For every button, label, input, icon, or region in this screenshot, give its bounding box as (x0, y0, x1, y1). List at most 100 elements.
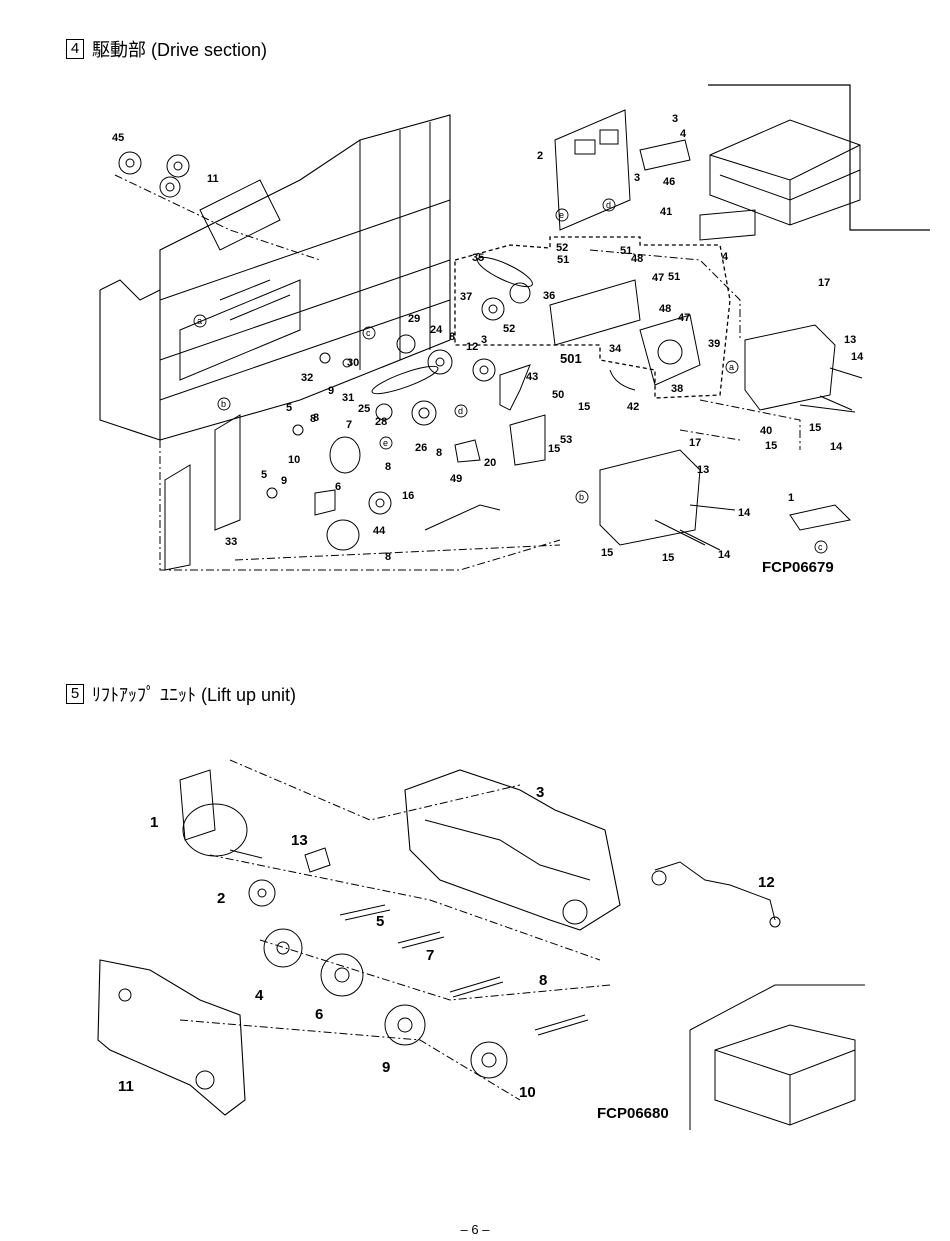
part-label: 49 (450, 473, 462, 485)
part-label: 53 (560, 434, 572, 446)
part-label: 39 (708, 338, 720, 350)
part-label: 11 (207, 173, 219, 185)
svg-text:a: a (197, 316, 202, 326)
part-label: 13 (697, 464, 709, 476)
part-label: 9 (281, 475, 287, 487)
svg-text:b: b (221, 399, 226, 409)
svg-text:e: e (383, 438, 388, 448)
part-label: 8 (436, 447, 442, 459)
part-label: 15 (578, 401, 590, 413)
part-label: 4 (680, 128, 687, 140)
part-label: 14 (851, 351, 864, 363)
part-label: 46 (663, 176, 675, 188)
part-label: 10 (519, 1084, 536, 1101)
part-label: 35 (472, 252, 484, 264)
section-5-number: 5 (66, 684, 84, 704)
part-label: 34 (609, 343, 622, 355)
part-label: 5 (286, 402, 292, 414)
part-label: 15 (601, 547, 613, 559)
part-label: 4 (255, 987, 264, 1004)
part-label: 51 (668, 271, 680, 283)
part-label: 32 (301, 372, 313, 384)
svg-text:e: e (559, 210, 564, 220)
section-4-heading: 駆動部 (Drive section) (92, 40, 268, 60)
part-label: 13 (844, 334, 856, 346)
lift-up-unit-labels: 1 3 13 12 2 5 7 4 6 8 11 9 10 (118, 784, 775, 1101)
part-label: 5 (261, 469, 267, 481)
section-5-heading: ﾘﾌﾄｱｯﾌﾟ ﾕﾆｯﾄ (Lift up unit) (92, 685, 297, 705)
part-label: 4 (722, 251, 729, 263)
section-5-title: 5 ﾘﾌﾄｱｯﾌﾟ ﾕﾆｯﾄ (Lift up unit) (66, 681, 296, 707)
part-label: 52 (503, 323, 515, 335)
part-label: 15 (765, 440, 777, 452)
svg-text:c: c (818, 542, 823, 552)
part-label: 25 (358, 403, 370, 415)
page-number: – 6 – (460, 1222, 490, 1237)
part-label: 16 (402, 490, 414, 502)
part-label: 13 (291, 832, 308, 849)
part-label: 47 (652, 272, 664, 284)
drive-section-figure-code: FCP06679 (762, 559, 834, 576)
part-label: 38 (671, 383, 683, 395)
part-label: 8 (385, 551, 391, 563)
part-label: 30 (347, 357, 359, 369)
part-label: 15 (548, 443, 560, 455)
svg-text:b: b (579, 492, 584, 502)
part-label: 6 (335, 481, 341, 493)
part-label: 45 (112, 132, 124, 144)
part-label: 14 (718, 549, 731, 561)
part-label: 44 (373, 525, 386, 537)
part-label: 3 (481, 334, 487, 346)
part-label: 8 (385, 461, 391, 473)
drive-section-circle-refs: a b c d e e d a b c (193, 198, 828, 554)
part-label: 41 (660, 206, 672, 218)
section-4-title: 4 駆動部 (Drive section) (66, 36, 267, 62)
part-label: 50 (552, 389, 564, 401)
part-label: 15 (809, 422, 821, 434)
part-label: 14 (830, 441, 843, 453)
svg-text:d: d (458, 406, 463, 416)
section-4-number: 4 (66, 39, 84, 59)
part-label: 2 (217, 890, 225, 907)
svg-text:d: d (606, 200, 611, 210)
part-label: 48 (631, 253, 643, 265)
part-label: 1 (788, 492, 794, 504)
part-label: 51 (620, 245, 632, 257)
lift-up-unit-diagram (97, 759, 865, 1130)
part-label: 47 (678, 312, 690, 324)
drive-section-diagram (99, 84, 930, 571)
part-label: 33 (225, 536, 237, 548)
part-label: 15 (662, 552, 674, 564)
svg-text:c: c (366, 328, 371, 338)
part-label: 12 (466, 341, 478, 353)
part-label: 501 (560, 351, 582, 366)
part-label: 24 (430, 324, 443, 336)
part-label: 51 (557, 254, 569, 266)
part-label: 40 (760, 425, 772, 437)
part-label: 8 (313, 412, 319, 424)
lift-up-unit-figure-code: FCP06680 (597, 1105, 669, 1122)
part-label: 14 (738, 507, 751, 519)
part-label: 17 (818, 277, 830, 289)
part-label: 12 (758, 874, 775, 891)
part-label: 3 (672, 113, 678, 125)
drive-section-labels: 45 11 2 3 4 3 46 41 4 35 52 51 51 48 47 … (112, 113, 864, 564)
part-label: 8 (310, 413, 316, 425)
part-label: 9 (328, 385, 334, 397)
part-label: 8 (449, 331, 455, 343)
part-label: 17 (689, 437, 701, 449)
part-label: 6 (315, 1006, 323, 1023)
part-label: 10 (288, 454, 300, 466)
part-label: 7 (346, 419, 352, 431)
part-label: 52 (556, 242, 568, 254)
part-label: 26 (415, 442, 427, 454)
part-label: 2 (537, 150, 543, 162)
part-label: 3 (536, 784, 544, 801)
svg-text:a: a (729, 362, 734, 372)
part-label: 29 (408, 313, 420, 325)
part-label: 36 (543, 290, 555, 302)
part-label: 9 (382, 1059, 390, 1076)
part-label: 42 (627, 401, 639, 413)
part-label: 3 (634, 172, 640, 184)
